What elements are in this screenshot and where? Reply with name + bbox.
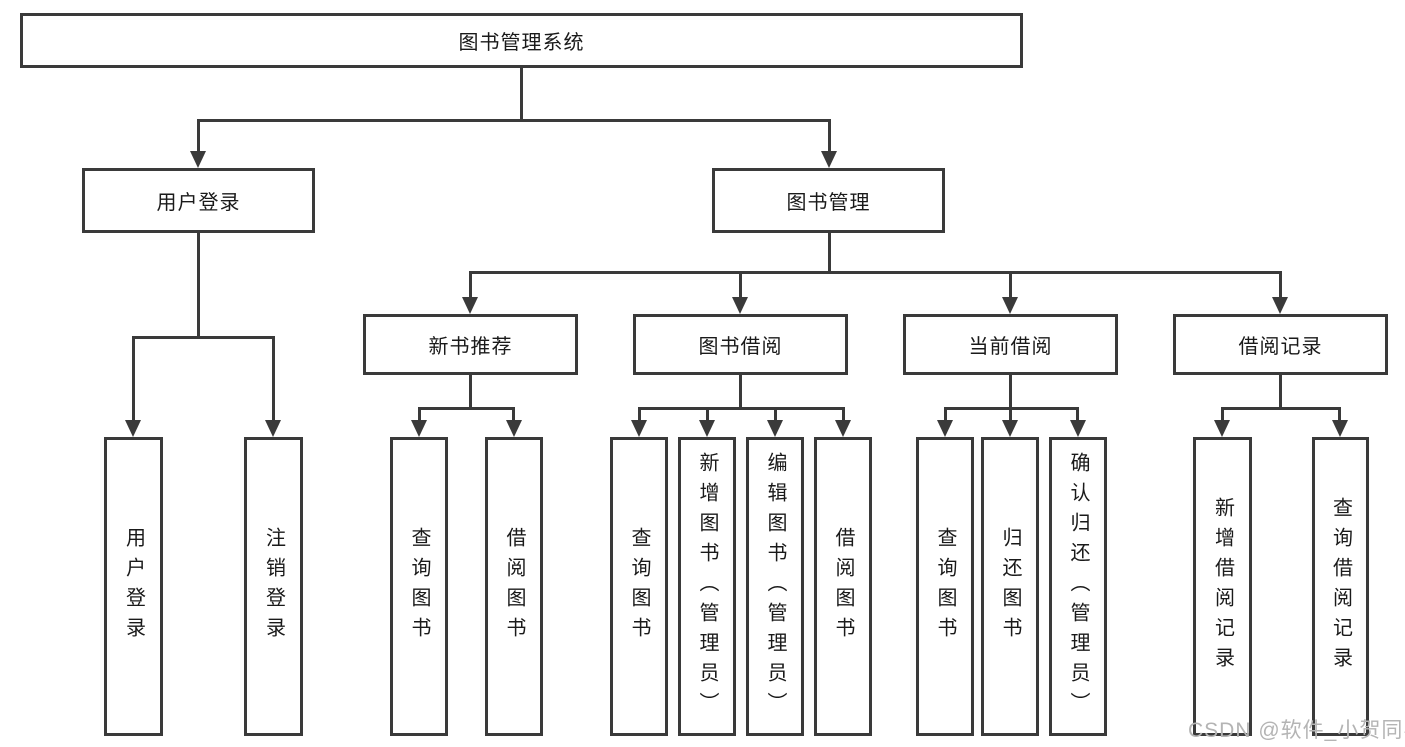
arrowhead-bb-borrow	[835, 420, 851, 437]
arrowhead-cb-query	[937, 420, 953, 437]
connector-drop-leaf-logout	[272, 336, 275, 421]
connector-drop-bb-add	[706, 407, 709, 421]
node-book-management-branch-label: 图书管理	[786, 192, 871, 214]
connector-drop-bb-query	[638, 407, 641, 421]
arrowhead-bb-query	[631, 420, 647, 437]
arrowhead-leaf-logout	[265, 420, 281, 437]
leaf-edit-books-admin-label: 编辑图书（管理员）	[764, 451, 786, 722]
connector-root-stem	[520, 68, 523, 119]
leaf-query-books-recommend-label: 查询图书	[408, 526, 430, 647]
arrowhead-leaf-user-login	[125, 420, 141, 437]
connector-drop-nb-query	[418, 407, 421, 421]
connector-user-login-stem	[197, 233, 200, 336]
connector-drop-br-add	[1221, 407, 1224, 421]
node-borrowing-records-label: 借阅记录	[1238, 336, 1323, 358]
arrowhead-br-add	[1214, 420, 1230, 437]
leaf-confirm-return-admin-label: 确认归还（管理员）	[1067, 451, 1089, 722]
connector-drop-cb-confirm	[1076, 407, 1079, 421]
connector-book-borrowing-stem	[739, 375, 742, 407]
leaf-add-books-admin: 新增图书（管理员）	[678, 437, 736, 736]
leaf-query-borrow-record: 查询借阅记录	[1312, 437, 1369, 736]
leaf-return-books-label: 归还图书	[999, 526, 1021, 647]
node-borrowing-records: 借阅记录	[1173, 314, 1388, 375]
connector-drop-current-borrowing	[1009, 271, 1012, 298]
connector-drop-leaf-user-login	[132, 336, 135, 421]
connector-book-mgmt-stem	[828, 233, 831, 271]
leaf-add-borrow-record-label: 新增借阅记录	[1211, 496, 1234, 677]
node-user-login-branch: 用户登录	[82, 168, 315, 233]
arrowhead-borrowing-records	[1272, 297, 1288, 314]
connector-book-borrowing-split	[638, 407, 844, 410]
leaf-query-books-borrowing-label: 查询图书	[628, 526, 650, 647]
arrowhead-book-mgmt	[821, 151, 837, 168]
node-root-label: 图书管理系统	[458, 32, 585, 54]
connector-drop-bb-borrow	[842, 407, 845, 421]
arrowhead-nb-query	[411, 420, 427, 437]
leaf-borrow-books-borrowing-label: 借阅图书	[832, 526, 854, 647]
arrowhead-cb-return	[1002, 420, 1018, 437]
node-root-library-system: 图书管理系统	[20, 13, 1023, 68]
arrowhead-book-borrowing	[732, 297, 748, 314]
connector-drop-cb-query	[944, 407, 947, 421]
arrowhead-nb-borrow	[506, 420, 522, 437]
connector-drop-bb-edit	[774, 407, 777, 421]
node-current-borrowing: 当前借阅	[903, 314, 1118, 375]
leaf-logout: 注销登录	[244, 437, 303, 736]
arrowhead-bb-edit	[767, 420, 783, 437]
connector-drop-book-mgmt	[828, 119, 831, 152]
arrowhead-current-borrowing	[1002, 297, 1018, 314]
connector-new-book-stem	[469, 375, 472, 407]
connector-borrowing-records-stem	[1279, 375, 1282, 407]
node-user-login-branch-label: 用户登录	[156, 192, 241, 214]
leaf-borrow-books-recommend-label: 借阅图书	[503, 526, 525, 647]
node-book-borrowing-label: 图书借阅	[698, 336, 783, 358]
connector-drop-new-book	[469, 271, 472, 298]
connector-drop-borrowing-records	[1279, 271, 1282, 298]
arrowhead-cb-confirm	[1070, 420, 1086, 437]
leaf-user-login-label: 用户登录	[122, 526, 145, 647]
leaf-edit-books-admin: 编辑图书（管理员）	[746, 437, 804, 736]
leaf-query-books-borrowing: 查询图书	[610, 437, 668, 736]
leaf-confirm-return-admin: 确认归还（管理员）	[1049, 437, 1107, 736]
leaf-add-borrow-record: 新增借阅记录	[1193, 437, 1252, 736]
arrowhead-new-book	[462, 297, 478, 314]
leaf-return-books: 归还图书	[981, 437, 1039, 736]
arrowhead-user-login	[190, 151, 206, 168]
connector-book-mgmt-split	[469, 271, 1282, 274]
node-new-book-recommend: 新书推荐	[363, 314, 578, 375]
leaf-user-login: 用户登录	[104, 437, 163, 736]
connector-new-book-split	[418, 407, 515, 410]
connector-drop-cb-return	[1009, 407, 1012, 421]
connector-root-split	[197, 119, 831, 122]
node-book-management-branch: 图书管理	[712, 168, 945, 233]
leaf-logout-label: 注销登录	[262, 526, 285, 647]
csdn-watermark: CSDN @软件_小贺同学	[1188, 719, 1405, 742]
arrowhead-br-query	[1332, 420, 1348, 437]
node-new-book-recommend-label: 新书推荐	[428, 336, 513, 358]
connector-borrowing-records-split	[1221, 407, 1341, 410]
leaf-query-books-current: 查询图书	[916, 437, 974, 736]
leaf-query-books-current-label: 查询图书	[934, 526, 956, 647]
node-current-borrowing-label: 当前借阅	[968, 336, 1053, 358]
connector-drop-user-login	[197, 119, 200, 152]
leaf-add-books-admin-label: 新增图书（管理员）	[696, 451, 718, 722]
leaf-query-borrow-record-label: 查询借阅记录	[1329, 496, 1352, 677]
arrowhead-bb-add	[699, 420, 715, 437]
leaf-query-books-recommend: 查询图书	[390, 437, 448, 736]
connector-drop-nb-borrow	[512, 407, 515, 421]
connector-current-borrowing-stem	[1009, 375, 1012, 407]
connector-user-login-split	[132, 336, 275, 339]
connector-drop-br-query	[1338, 407, 1341, 421]
leaf-borrow-books-borrowing: 借阅图书	[814, 437, 872, 736]
node-book-borrowing: 图书借阅	[633, 314, 848, 375]
leaf-borrow-books-recommend: 借阅图书	[485, 437, 543, 736]
connector-drop-book-borrowing	[739, 271, 742, 298]
